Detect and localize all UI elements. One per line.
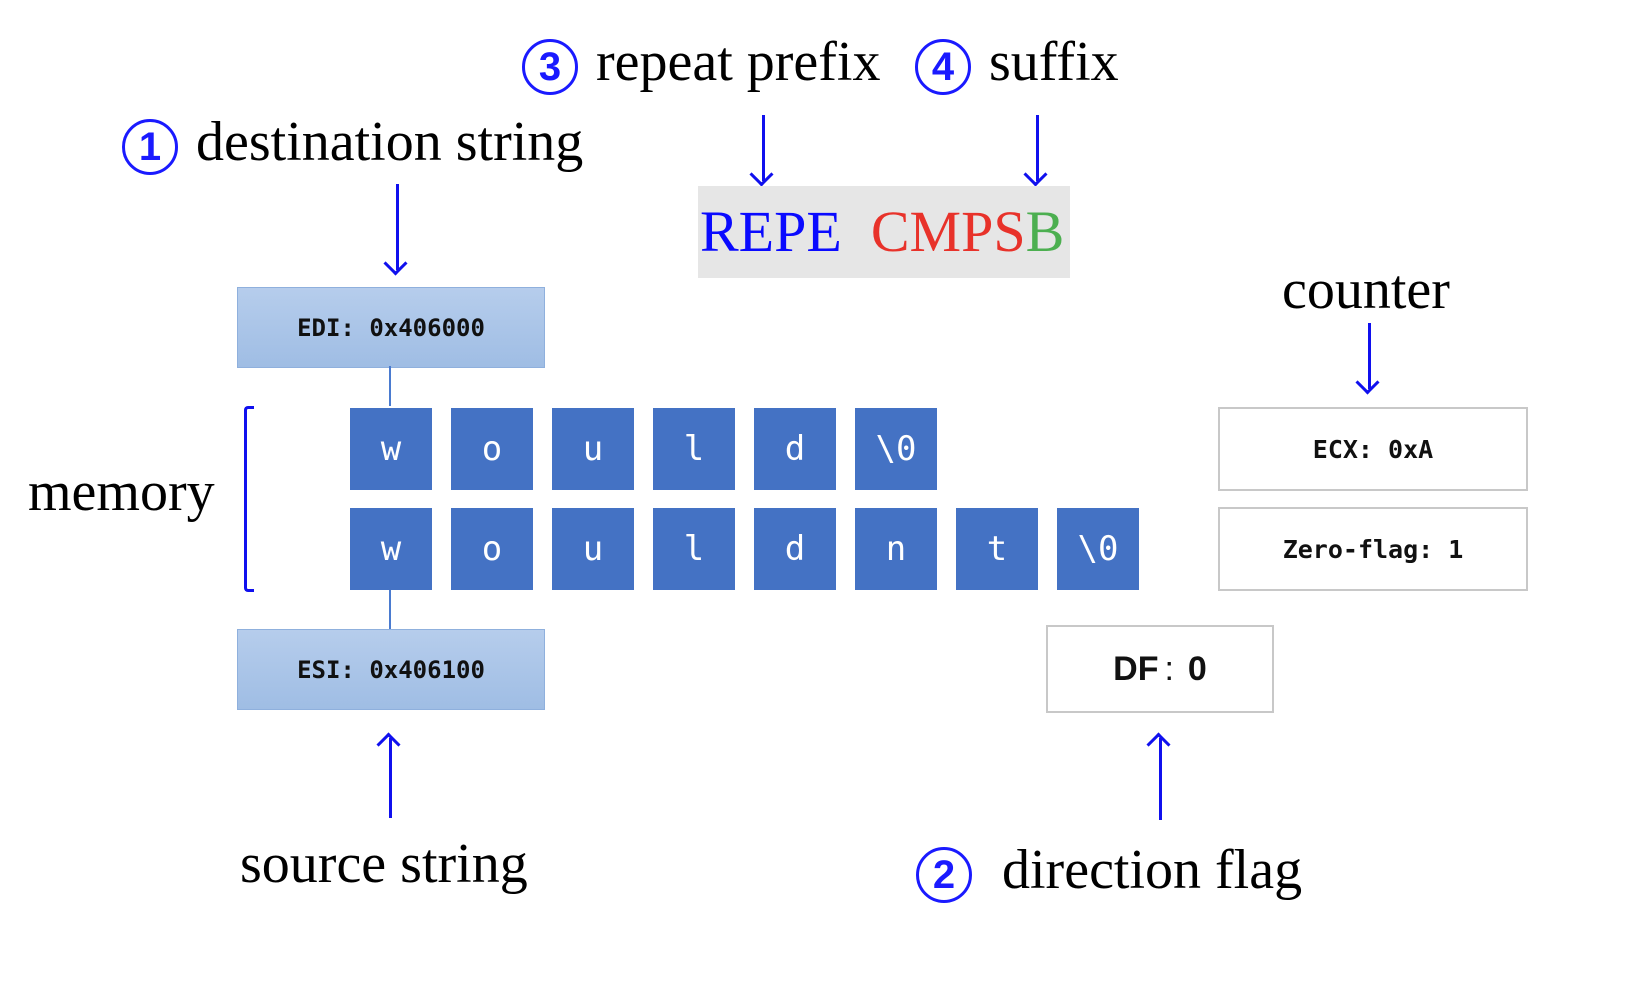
- number-3-badge: 3: [522, 39, 578, 96]
- arrow-down-icon: [1368, 323, 1371, 389]
- suffix-annotation: 4 suffix: [915, 31, 1119, 96]
- number-1-badge: 1: [122, 119, 178, 176]
- esi-pointer: [389, 590, 391, 630]
- destination-memory-cell: w: [350, 408, 432, 490]
- destination-annotation: 1 destination string: [122, 111, 584, 176]
- arrow-up-icon: [1159, 738, 1162, 820]
- counter-label: counter: [1282, 259, 1450, 321]
- source-memory-cell: u: [552, 508, 634, 590]
- direction-annotation: 2 direction flag: [916, 839, 1303, 904]
- ecx-register: ECX: 0xA: [1218, 407, 1528, 491]
- instruction-box: REPE CMPSB: [698, 186, 1071, 278]
- memory-bracket: [244, 406, 254, 592]
- edi-register: EDI: 0x406000: [237, 287, 545, 368]
- arrow-down-icon: [1036, 115, 1039, 181]
- df-label: DF: [1113, 649, 1159, 688]
- instruction-mnemonic: CMPS: [870, 199, 1026, 264]
- edi-pointer: [389, 366, 391, 406]
- destination-memory-cell: u: [552, 408, 634, 490]
- repeat-prefix-label: repeat prefix: [596, 31, 881, 93]
- df-separator: :: [1164, 649, 1174, 688]
- source-memory-cell: l: [653, 508, 735, 590]
- number-2-badge: 2: [916, 847, 972, 904]
- instruction-prefix: REPE: [700, 199, 842, 264]
- instruction-suffix: B: [1025, 199, 1065, 264]
- arrow-down-icon: [396, 184, 399, 270]
- source-memory-cell: n: [855, 508, 937, 590]
- source-memory-cell: o: [451, 508, 533, 590]
- destination-memory-cell: o: [451, 408, 533, 490]
- destination-memory-cell: \0: [855, 408, 937, 490]
- source-memory-cell: \0: [1057, 508, 1139, 590]
- direction-label: direction flag: [1002, 839, 1303, 901]
- memory-label: memory: [28, 461, 215, 523]
- number-4-badge: 4: [915, 39, 971, 96]
- source-memory-cell: t: [956, 508, 1038, 590]
- source-memory-cell: w: [350, 508, 432, 590]
- arrow-up-icon: [389, 738, 392, 818]
- destination-memory-cell: l: [653, 408, 735, 490]
- df-value: 0: [1187, 649, 1207, 688]
- direction-flag-box: DF:0: [1046, 625, 1274, 713]
- arrow-down-icon: [762, 115, 765, 181]
- zero-flag: Zero-flag: 1: [1218, 507, 1528, 591]
- source-label: source string: [240, 833, 528, 895]
- suffix-label: suffix: [989, 31, 1119, 93]
- destination-memory-cell: d: [754, 408, 836, 490]
- repeat-prefix-annotation: 3 repeat prefix: [522, 31, 881, 96]
- destination-label: destination string: [196, 111, 584, 173]
- esi-register: ESI: 0x406100: [237, 629, 545, 710]
- source-memory-cell: d: [754, 508, 836, 590]
